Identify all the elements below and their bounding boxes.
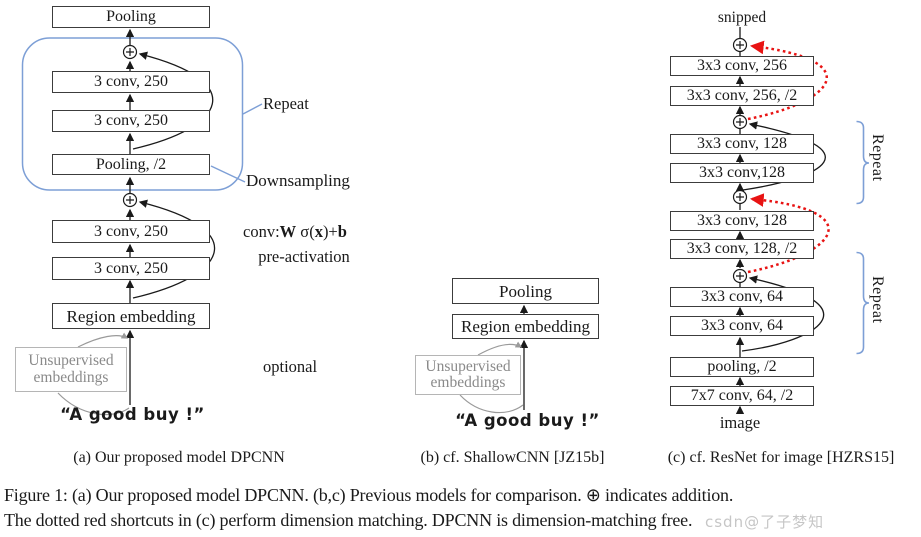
- box-a-pooling-half: Pooling, /2: [52, 154, 210, 175]
- plus-node-c3: [732, 189, 748, 205]
- box-b-pooling: Pooling: [452, 278, 599, 304]
- unsupervised-curve-a-top: [77, 332, 129, 348]
- plus-node-c4: [732, 268, 748, 284]
- plus-node-c2: [732, 114, 748, 130]
- repeat-bracket-top: [856, 120, 870, 205]
- box-a-unsupervised-embeddings: Unsupervised embeddings: [15, 347, 127, 392]
- box-c-conv64-a: 3x3 conv, 64: [670, 287, 814, 307]
- formula-w: W: [279, 222, 297, 241]
- repeat-container-outline: [21, 37, 244, 191]
- red-shortcut-arc-top: [747, 40, 828, 121]
- formula-b: b: [337, 222, 347, 241]
- box-c-conv128-stride2: 3x3 conv, 128, /2: [670, 239, 814, 259]
- pre-activation-label: pre-activation: [258, 247, 350, 266]
- snipped-label: snipped: [717, 9, 767, 26]
- skip-arc-a-bottom: [132, 199, 216, 299]
- unsupervised-line2: embeddings: [33, 368, 109, 386]
- formula-x: x: [314, 222, 323, 241]
- box-a-conv2: 3 conv, 250: [52, 110, 210, 132]
- unsupervised-curve-a-bottom: [57, 392, 130, 416]
- caption-panel-a: (a) Our proposed model DPCNN: [73, 449, 285, 466]
- box-c-conv64-b: 3x3 conv, 64: [670, 316, 814, 336]
- box-c-conv256-stride2: 3x3 conv, 256, /2: [670, 86, 814, 106]
- downsampling-connector-line: [210, 165, 246, 183]
- repeat-connector-line: [242, 103, 263, 115]
- input-quote-a: “A good buy !”: [60, 405, 205, 424]
- box-c-conv256: 3x3 conv, 256: [670, 56, 814, 76]
- conv-formula-label: conv:W σ(x)+b: [243, 222, 347, 242]
- figure-caption-line2: The dotted red shortcuts in (c) perform …: [4, 510, 693, 530]
- box-a-conv4: 3 conv, 250: [52, 257, 210, 280]
- box-c-pooling-half: pooling, /2: [670, 357, 814, 377]
- repeat-label-a: Repeat: [263, 94, 309, 113]
- box-c-conv7x7: 7x7 conv, 64, /2: [670, 386, 814, 406]
- unsupervised-line1: Unsupervised: [425, 357, 511, 375]
- repeat-label-c-top: Repeat: [869, 134, 886, 182]
- unsupervised-curve-b-bottom: [459, 394, 524, 414]
- plus-nodes: [122, 37, 748, 284]
- box-b-region-embedding: Region embedding: [452, 314, 599, 339]
- unsupervised-curve-b-top: [477, 341, 523, 356]
- plus-node-a1: [122, 44, 138, 60]
- box-a-conv3: 3 conv, 250: [52, 220, 210, 243]
- image-label: image: [719, 413, 761, 432]
- optional-label: optional: [263, 357, 318, 376]
- box-a-region-embedding: Region embedding: [52, 303, 210, 329]
- skip-arc-a-top: [132, 51, 214, 150]
- repeat-bracket-bottom: [856, 251, 870, 355]
- downsampling-label: Downsampling: [246, 171, 350, 190]
- box-a-pooling-top: Pooling: [52, 6, 210, 28]
- repeat-label-c-bottom: Repeat: [869, 276, 886, 324]
- box-b-unsupervised-embeddings: Unsupervised embeddings: [415, 355, 521, 395]
- csdn-watermark: csdn@了子梦知: [705, 513, 825, 531]
- figure-caption-line1: Figure 1: (a) Our proposed model DPCNN. …: [4, 485, 734, 505]
- caption-panel-b: (b) cf. ShallowCNN [JZ15b]: [420, 449, 605, 466]
- box-c-conv128-b: 3x3 conv,128: [670, 163, 814, 183]
- formula-close: )+: [322, 222, 338, 241]
- formula-prefix: conv:: [243, 222, 280, 241]
- input-quote-b: “A good buy !”: [455, 411, 600, 430]
- unsupervised-line1: Unsupervised: [28, 352, 114, 370]
- caption-panel-c: (c) cf. ResNet for image [HZRS15]: [667, 449, 895, 466]
- plus-node-a2: [122, 192, 138, 208]
- unsupervised-line2: embeddings: [430, 374, 506, 391]
- red-shortcut-arc-bottom: [747, 193, 830, 274]
- plus-node-c1: [732, 37, 748, 53]
- box-c-conv128-a: 3x3 conv, 128: [670, 134, 814, 154]
- box-c-conv128-c: 3x3 conv, 128: [670, 211, 814, 231]
- box-a-conv1: 3 conv, 250: [52, 71, 210, 93]
- formula-sigma: σ(: [296, 222, 315, 241]
